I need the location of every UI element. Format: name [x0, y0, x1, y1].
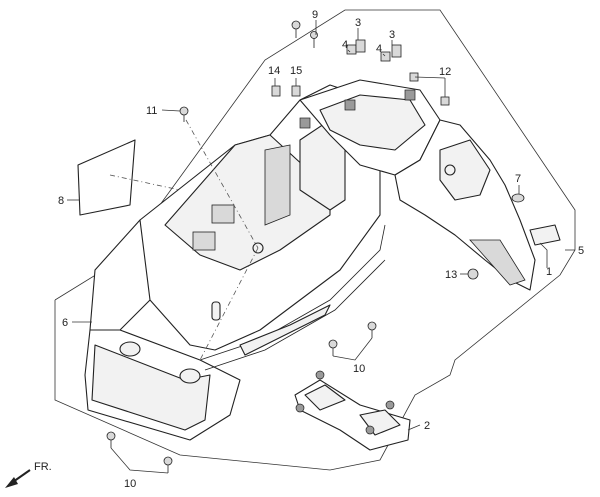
callout-14: 14	[268, 65, 280, 77]
callout-3a: 3	[355, 17, 361, 29]
tail-extension	[394, 119, 536, 291]
screw-part-11	[179, 106, 189, 122]
callout-15: 15	[290, 65, 302, 77]
leader-lines	[67, 20, 575, 474]
front-label: FR.	[34, 461, 52, 473]
callout-5: 5	[578, 245, 584, 257]
callout-10a: 10	[353, 363, 365, 375]
callout-6: 6	[62, 317, 68, 329]
mudguard-panel	[77, 139, 136, 216]
callout-12: 12	[439, 66, 451, 78]
front-direction-indicator: FR.	[5, 461, 52, 488]
callout-11: 11	[146, 105, 157, 117]
license-bracket	[294, 370, 411, 451]
reflector-part-1	[529, 224, 561, 246]
callout-4a: 4	[342, 39, 348, 51]
arrow-down-left-icon	[5, 469, 31, 488]
reference-lines	[109, 119, 259, 361]
callout-3b: 3	[389, 29, 395, 41]
callout-10b: 10	[124, 478, 136, 490]
callout-7: 7	[515, 173, 521, 185]
callout-labels: 1 2 3 3 4 4 5 6 7 8 9 10 10 11 12 13 14 …	[58, 9, 584, 490]
callout-2: 2	[424, 420, 430, 432]
callout-9: 9	[312, 9, 318, 21]
bolt-parts-10	[106, 321, 377, 473]
rear-fender-body	[84, 79, 441, 441]
callout-8: 8	[58, 195, 64, 207]
callout-13: 13	[445, 269, 457, 281]
assembly-boundary	[54, 9, 576, 471]
nut-part-13	[467, 268, 479, 280]
clip-parts-3-4	[346, 39, 402, 62]
grommet-part-7	[511, 193, 525, 203]
clip-parts-14-15	[271, 85, 301, 97]
bolt-part-9	[291, 20, 318, 48]
callout-4b: 4	[376, 43, 382, 55]
callout-1: 1	[546, 266, 552, 278]
